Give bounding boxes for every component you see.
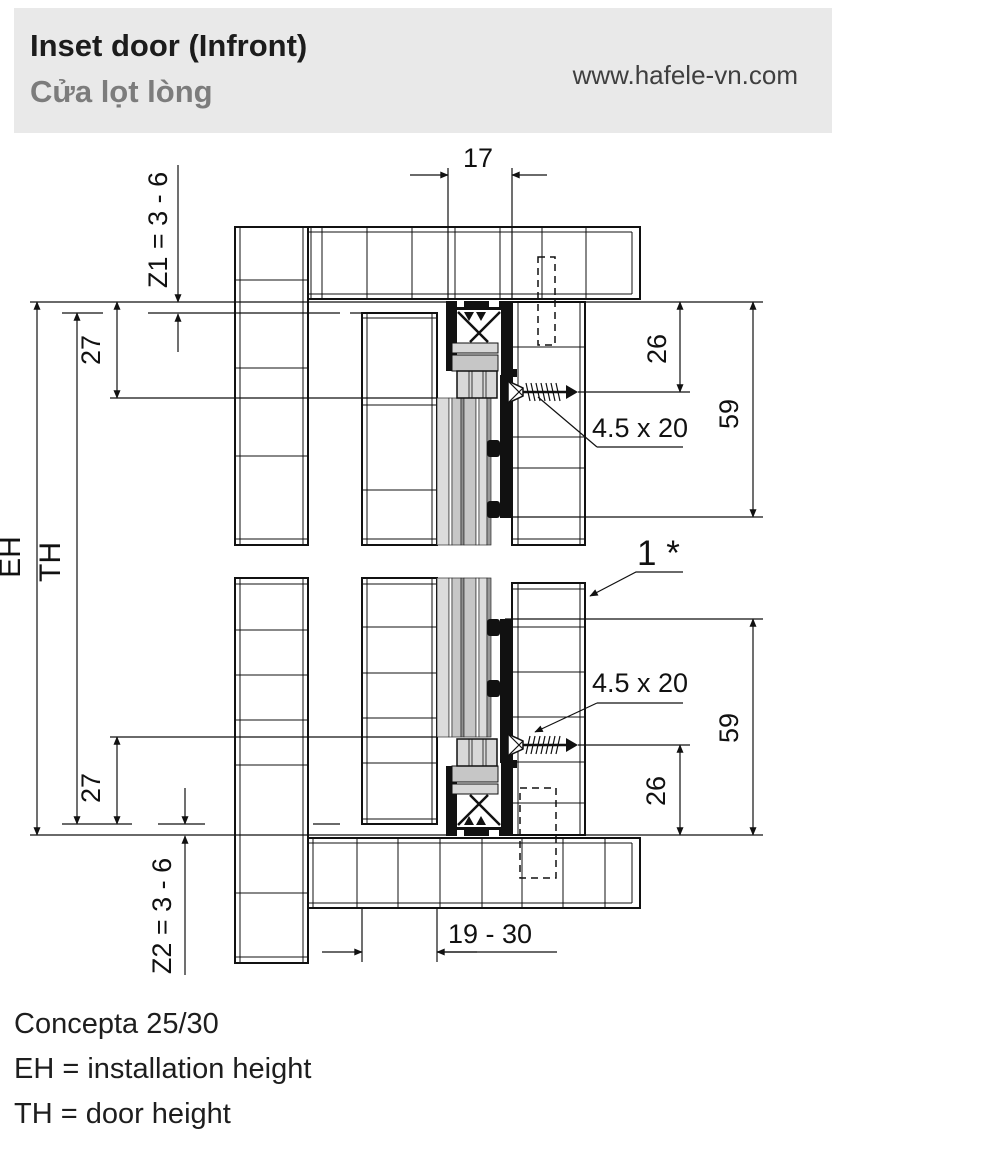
track-width-ext-lines: [447, 168, 513, 300]
dim-59-bottom-label: 59: [714, 713, 744, 743]
screw-spec-bottom-label: 4.5 x 20: [592, 668, 688, 698]
note-1-label: 1 *: [637, 534, 680, 573]
dim-track-width-label: 17: [463, 143, 493, 173]
screw-top-leader: [537, 396, 683, 448]
dim-z1-label: Z1 = 3 - 6: [143, 172, 173, 288]
product-name: Concepta 25/30: [14, 1008, 219, 1040]
rail-hook: [487, 501, 500, 518]
rail-hook: [487, 680, 500, 697]
screw-bottom-leader: [534, 702, 598, 733]
door-frame-profile: [436, 397, 492, 738]
cabinet-bottom-panel: [301, 837, 641, 909]
footer-legend: Concepta 25/30 EH = installation height …: [14, 1002, 311, 1137]
dim-27-bottom-label: 27: [76, 773, 106, 803]
dim-26-top-label: 26: [642, 334, 672, 364]
rail-hook: [487, 440, 500, 457]
cabinet-side-panel-lower: [234, 577, 309, 964]
thickness-ext-lines: [361, 908, 438, 962]
cabinet-side-panel-upper: [234, 226, 309, 546]
screw-spec-top-label: 4.5 x 20: [592, 413, 688, 443]
cabinet-panels: [234, 226, 641, 964]
eh-legend: EH = installation height: [14, 1053, 312, 1085]
dim-59-top-label: 59: [714, 399, 744, 429]
reference-lines: [30, 168, 763, 962]
dim-27-top-label: 27: [76, 335, 106, 365]
mounting-rail: [487, 375, 511, 763]
note-1-leader: [589, 571, 683, 597]
rail-hook: [487, 619, 500, 636]
door-leaf-upper: [361, 312, 438, 546]
dim-26-bottom-label: 26: [641, 776, 671, 806]
drill-hole-top: [537, 256, 556, 346]
drill-hole-bottom: [519, 787, 557, 879]
dimension-lines: [33, 165, 757, 975]
door-frame-upper: [436, 397, 492, 546]
drill-holes: [519, 256, 557, 879]
wall-spacer-panel-upper: [511, 301, 586, 546]
header-bar: Inset door (Infront) Cửa lọt lòng www.ha…: [14, 8, 832, 133]
wall-spacer-panel-lower: [511, 582, 586, 836]
page-subtitle: Cửa lọt lòng: [30, 74, 213, 109]
website-text: www.hafele-vn.com: [572, 60, 798, 90]
page-title: Inset door (Infront): [30, 28, 308, 63]
th-label: TH: [34, 542, 67, 582]
th-legend: TH = door height: [14, 1098, 231, 1130]
door-leaf-lower: [361, 577, 438, 825]
eh-label: EH: [0, 536, 27, 578]
dim-door-thickness-label: 19 - 30: [448, 919, 532, 949]
door-frame-lower: [436, 577, 492, 738]
dim-z2-label: Z2 = 3 - 6: [147, 858, 177, 974]
